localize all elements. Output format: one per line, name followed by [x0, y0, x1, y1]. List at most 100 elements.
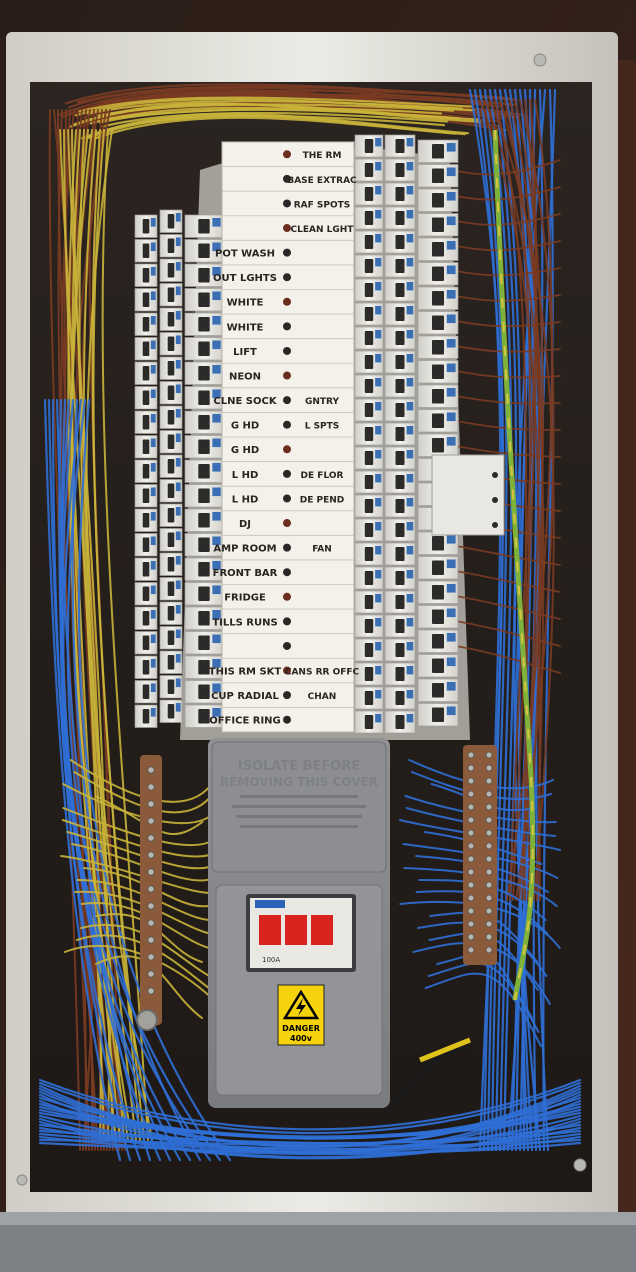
- rcbo-breaker[interactable]: [384, 302, 416, 326]
- rcbo-breaker[interactable]: [354, 182, 384, 206]
- rcbo-breaker[interactable]: [384, 182, 416, 206]
- mcb-breaker[interactable]: [159, 332, 183, 356]
- rcbo-breaker[interactable]: [384, 470, 416, 494]
- mcb-breaker[interactable]: [159, 405, 183, 429]
- mcb-breaker[interactable]: [184, 631, 224, 655]
- rcbo-breaker[interactable]: [354, 158, 384, 182]
- mcb-breaker[interactable]: [417, 703, 459, 727]
- rcbo-breaker[interactable]: [354, 686, 384, 710]
- mcb-breaker[interactable]: [159, 650, 183, 674]
- mcb-breaker[interactable]: [417, 311, 459, 335]
- mcb-breaker[interactable]: [417, 580, 459, 604]
- rcbo-breaker[interactable]: [354, 710, 384, 734]
- mcb-breaker[interactable]: [134, 288, 158, 312]
- mcb-breaker[interactable]: [184, 288, 224, 312]
- mcb-breaker[interactable]: [159, 209, 183, 233]
- rcbo-breaker[interactable]: [354, 134, 384, 158]
- mcb-breaker[interactable]: [184, 704, 224, 728]
- mcb-breaker[interactable]: [134, 239, 158, 263]
- mcb-breaker[interactable]: [184, 606, 224, 630]
- mcb-breaker[interactable]: [417, 335, 459, 359]
- mcb-breaker[interactable]: [417, 409, 459, 433]
- rcbo-breaker[interactable]: [354, 662, 384, 686]
- mcb-breaker[interactable]: [159, 234, 183, 258]
- mcb-breaker[interactable]: [159, 283, 183, 307]
- rcbo-breaker[interactable]: [384, 230, 416, 254]
- rcbo-breaker[interactable]: [354, 254, 384, 278]
- mcb-breaker[interactable]: [134, 410, 158, 434]
- mcb-breaker[interactable]: [417, 678, 459, 702]
- rcbo-breaker[interactable]: [354, 374, 384, 398]
- rcbo-breaker[interactable]: [354, 206, 384, 230]
- mcb-breaker[interactable]: [159, 552, 183, 576]
- rcbo-breaker[interactable]: [384, 278, 416, 302]
- mcb-breaker[interactable]: [159, 503, 183, 527]
- mcb-breaker[interactable]: [159, 577, 183, 601]
- rcbo-breaker[interactable]: [354, 230, 384, 254]
- rcbo-breaker[interactable]: [384, 566, 416, 590]
- mcb-breaker[interactable]: [417, 213, 459, 237]
- mcb-breaker[interactable]: [134, 704, 158, 728]
- mcb-breaker[interactable]: [417, 360, 459, 384]
- rcbo-breaker[interactable]: [354, 278, 384, 302]
- rcbo-breaker[interactable]: [384, 638, 416, 662]
- rcbo-breaker[interactable]: [354, 302, 384, 326]
- rcbo-breaker[interactable]: [384, 494, 416, 518]
- mcb-breaker[interactable]: [417, 433, 459, 457]
- rcbo-breaker[interactable]: [384, 542, 416, 566]
- mcb-breaker[interactable]: [159, 381, 183, 405]
- mcb-breaker[interactable]: [134, 655, 158, 679]
- mcb-breaker[interactable]: [417, 286, 459, 310]
- mcb-breaker[interactable]: [159, 699, 183, 723]
- mcb-breaker[interactable]: [134, 312, 158, 336]
- rcbo-breaker[interactable]: [354, 446, 384, 470]
- rcbo-breaker[interactable]: [384, 686, 416, 710]
- rcbo-breaker[interactable]: [384, 422, 416, 446]
- mcb-breaker[interactable]: [134, 386, 158, 410]
- rcbo-breaker[interactable]: [384, 614, 416, 638]
- mcb-breaker[interactable]: [184, 263, 224, 287]
- mcb-breaker[interactable]: [184, 533, 224, 557]
- mcb-breaker[interactable]: [134, 508, 158, 532]
- mcb-breaker[interactable]: [134, 533, 158, 557]
- mcb-breaker[interactable]: [159, 454, 183, 478]
- mcb-breaker[interactable]: [417, 164, 459, 188]
- rcbo-breaker[interactable]: [384, 398, 416, 422]
- mcb-breaker[interactable]: [184, 239, 224, 263]
- isolator-lever-l3[interactable]: [311, 915, 333, 945]
- mcb-breaker[interactable]: [134, 435, 158, 459]
- mcb-breaker[interactable]: [417, 237, 459, 261]
- rcbo-breaker[interactable]: [384, 134, 416, 158]
- mcb-breaker[interactable]: [159, 479, 183, 503]
- mcb-breaker[interactable]: [184, 361, 224, 385]
- mcb-breaker[interactable]: [184, 680, 224, 704]
- rcbo-breaker[interactable]: [354, 494, 384, 518]
- mcb-breaker[interactable]: [134, 214, 158, 238]
- rcbo-breaker[interactable]: [354, 638, 384, 662]
- mcb-breaker[interactable]: [159, 258, 183, 282]
- mcb-breaker[interactable]: [417, 384, 459, 408]
- mcb-breaker[interactable]: [184, 557, 224, 581]
- mcb-breaker[interactable]: [134, 337, 158, 361]
- mcb-breaker[interactable]: [184, 337, 224, 361]
- rcbo-breaker[interactable]: [384, 254, 416, 278]
- rcbo-breaker[interactable]: [384, 710, 416, 734]
- isolator-lever-l2[interactable]: [285, 915, 307, 945]
- mcb-breaker[interactable]: [417, 654, 459, 678]
- rcbo-breaker[interactable]: [384, 518, 416, 542]
- rcbo-breaker[interactable]: [384, 206, 416, 230]
- mcb-breaker[interactable]: [184, 459, 224, 483]
- rcbo-breaker[interactable]: [384, 374, 416, 398]
- rcbo-breaker[interactable]: [384, 590, 416, 614]
- mcb-breaker[interactable]: [134, 557, 158, 581]
- mcb-breaker[interactable]: [159, 430, 183, 454]
- mcb-breaker[interactable]: [184, 582, 224, 606]
- rcbo-breaker[interactable]: [354, 518, 384, 542]
- isolator-lever-l1[interactable]: [259, 915, 281, 945]
- mcb-breaker[interactable]: [159, 356, 183, 380]
- rcbo-breaker[interactable]: [354, 470, 384, 494]
- mcb-breaker[interactable]: [134, 606, 158, 630]
- mcb-breaker[interactable]: [159, 528, 183, 552]
- mcb-breaker[interactable]: [159, 307, 183, 331]
- mcb-breaker[interactable]: [184, 484, 224, 508]
